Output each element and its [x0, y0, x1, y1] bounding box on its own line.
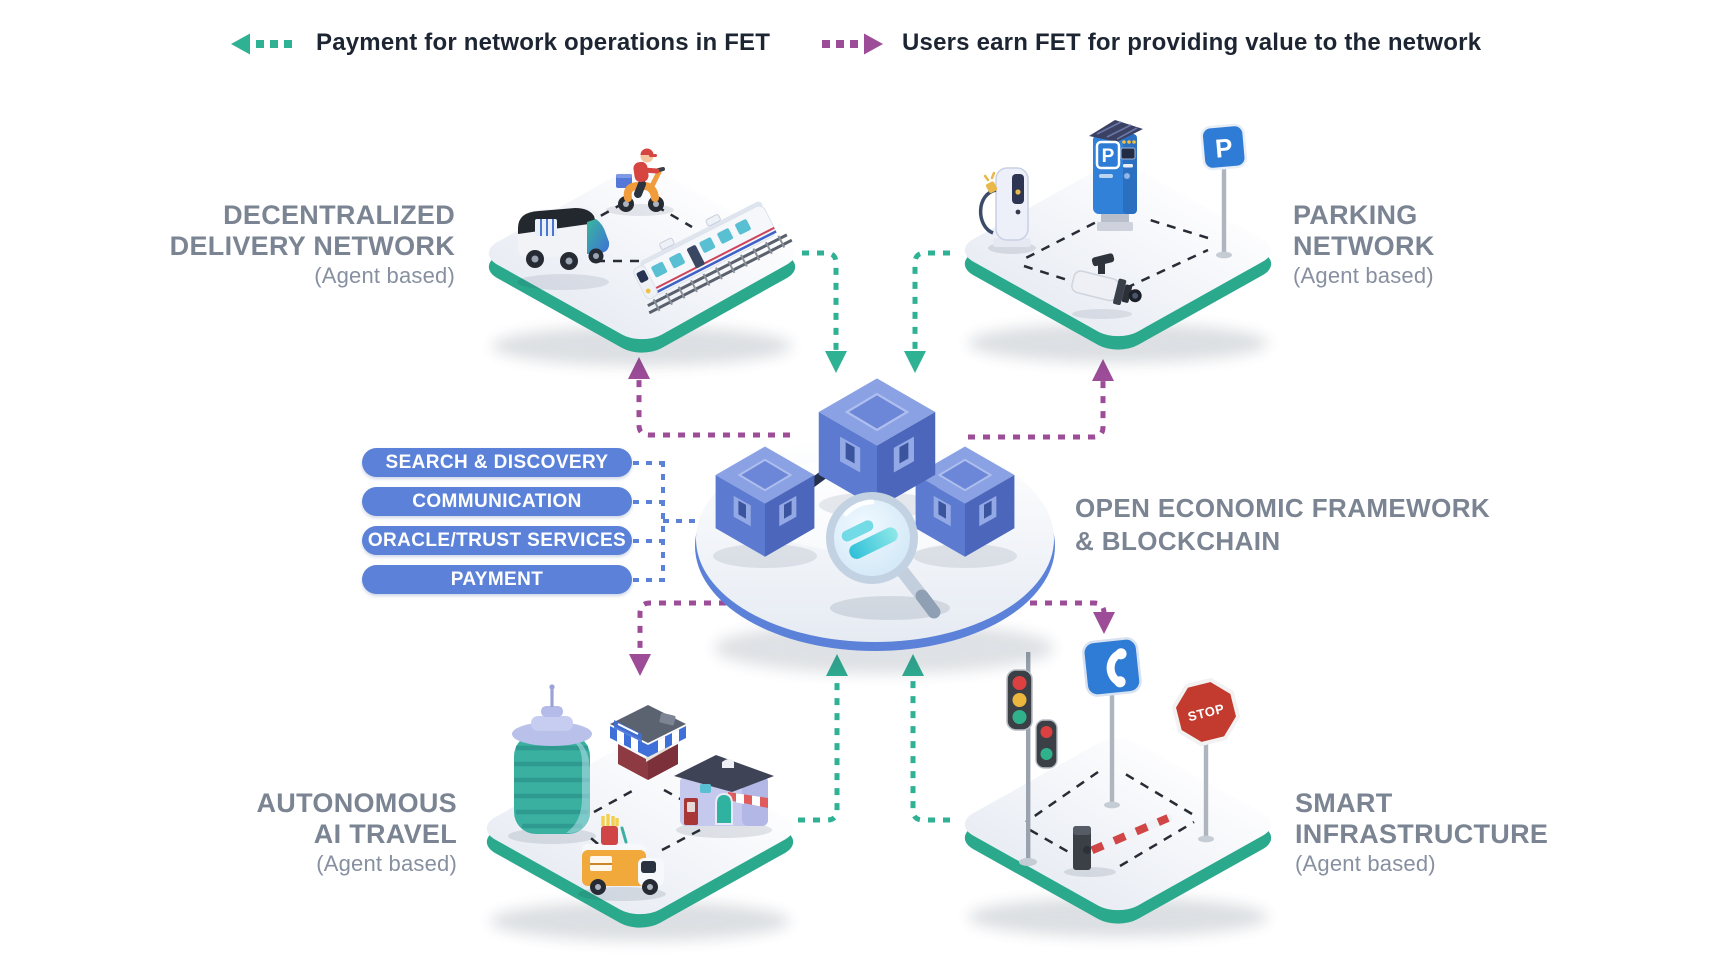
legend-earn-label: Users earn FET for providing value to th… [902, 29, 1482, 56]
traffic-light-icon [1006, 652, 1058, 866]
phone-handset-glyph [1106, 648, 1127, 688]
earn-arrow-to-bottom-left [637, 600, 726, 655]
earn-arrowheads [628, 357, 1115, 676]
platform-top-right: P P [964, 120, 1272, 363]
earn-arrow-to-top-left [636, 378, 790, 438]
magnifier-icon [826, 492, 950, 620]
phone-sign-icon [1082, 637, 1142, 809]
ev-charger-icon [978, 167, 1036, 254]
center-framework [695, 378, 1055, 674]
label-line: SMART [1295, 788, 1393, 818]
parking-sign-letter: P [1214, 132, 1234, 163]
infrastructure-dashed-links [1025, 770, 1195, 868]
delivery-van-icon [517, 207, 610, 290]
platform-top-left [488, 148, 796, 366]
barrier-gate-icon [1064, 814, 1172, 877]
label-smart-infrastructure: SMART INFRASTRUCTURE (Agent based) [1295, 788, 1615, 878]
label-subtitle: (Agent based) [314, 263, 455, 288]
earn-arrow-to-top-right [968, 380, 1106, 440]
train-icon [633, 201, 793, 315]
legend-payment-arrow-icon [231, 33, 292, 55]
service-pill-oracle-trust: ORACLE/TRUST SERVICES [362, 526, 632, 555]
service-pill-communication: COMMUNICATION [362, 487, 632, 516]
legend-earn-arrow-icon [822, 33, 883, 55]
label-line: AI TRAVEL [313, 819, 457, 849]
shop-building-icon [674, 755, 774, 838]
payment-arrow-from-bottom-right [910, 675, 950, 823]
label-autonomous-ai-travel: AUTONOMOUS AI TRAVEL (Agent based) [157, 788, 457, 878]
label-open-economic-framework: OPEN ECONOMIC FRAMEWORK & BLOCKCHAIN [1075, 492, 1535, 558]
platform-bottom-left [486, 684, 794, 941]
payment-arrows-green [798, 250, 950, 823]
parking-sign-icon: P [1200, 123, 1247, 259]
payment-arrow-from-top-right [912, 250, 950, 352]
blockchain-cube-right [915, 446, 1015, 557]
label-line: & BLOCKCHAIN [1075, 526, 1281, 556]
label-line: PARKING [1293, 200, 1418, 230]
platform-bottom-right: STOP [964, 637, 1272, 937]
service-pill-payment: PAYMENT [362, 565, 632, 594]
service-pill-connectors [633, 461, 700, 582]
label-line: OPEN ECONOMIC FRAMEWORK [1075, 493, 1491, 523]
market-kiosk-icon [610, 705, 686, 780]
food-truck-icon [578, 814, 666, 901]
label-parking-network: PARKING NETWORK (Agent based) [1293, 200, 1613, 290]
payment-arrow-from-top-left [802, 250, 839, 352]
label-line: NETWORK [1293, 231, 1435, 261]
blockchain-cube-middle [818, 378, 936, 509]
label-line: DECENTRALIZED [223, 200, 455, 230]
payment-arrow-from-bottom-left [798, 675, 840, 823]
service-pill-search-discovery: SEARCH & DISCOVERY [362, 448, 632, 477]
label-line: AUTONOMOUS [256, 788, 457, 818]
label-subtitle: (Agent based) [316, 851, 457, 876]
label-subtitle: (Agent based) [1293, 263, 1434, 288]
blockchain-cube-left [715, 446, 815, 557]
parking-meter-letter: P [1102, 146, 1115, 167]
label-decentralized-delivery-network: DECENTRALIZED DELIVERY NETWORK (Agent ba… [155, 200, 455, 290]
earn-arrow-to-bottom-right [1030, 600, 1107, 614]
label-line: INFRASTRUCTURE [1295, 819, 1549, 849]
label-line: DELIVERY NETWORK [169, 231, 455, 261]
label-subtitle: (Agent based) [1295, 851, 1436, 876]
parking-meter-icon: P [1089, 120, 1143, 231]
legend-payment-label: Payment for network operations in FET [316, 29, 771, 56]
delivery-scooter-icon [606, 148, 674, 216]
cctv-camera-icon [1071, 253, 1142, 319]
hotel-tower-icon [508, 684, 596, 844]
stop-sign-icon: STOP [1171, 677, 1241, 843]
